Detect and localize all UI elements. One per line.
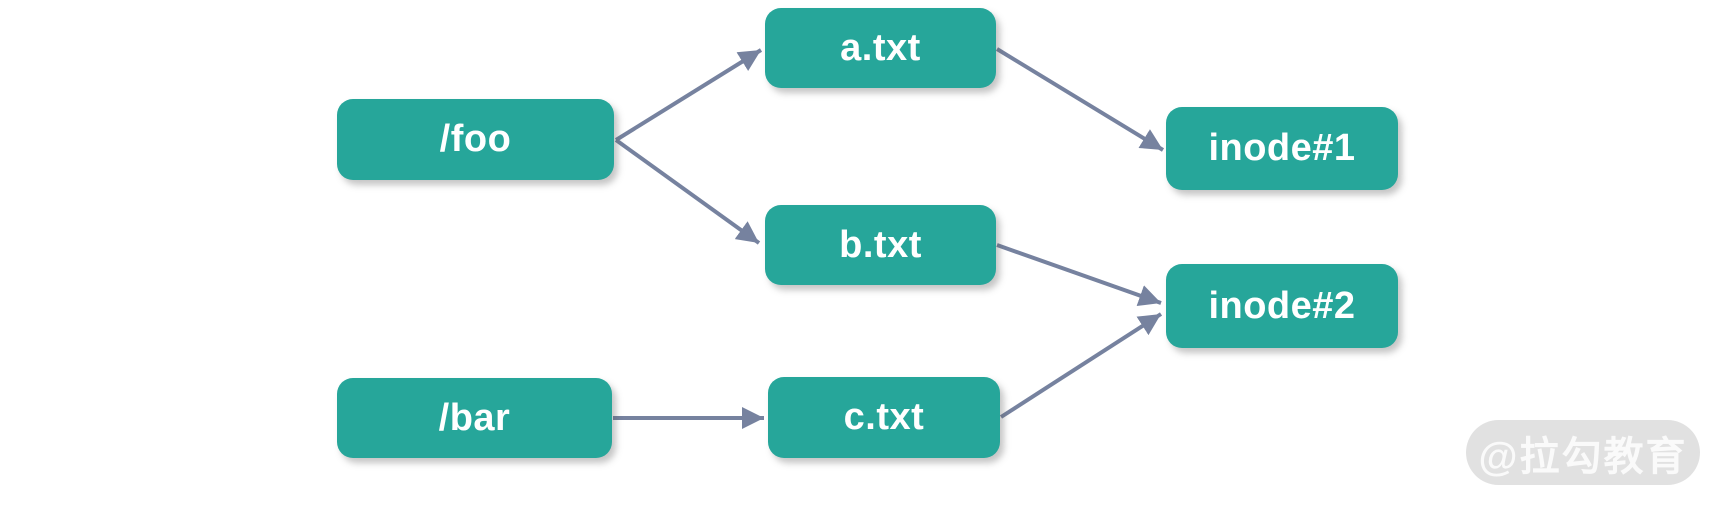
node-bar: /bar [337,378,612,458]
node-label: a.txt [840,26,921,69]
watermark-badge: @拉勾教育 [1466,420,1700,485]
node-foo: /foo [337,99,614,180]
node-b-txt: b.txt [765,205,996,285]
edges-group [613,47,1165,429]
node-inode1: inode#1 [1166,107,1398,190]
edge-b-txt-to-inode2 [996,243,1162,307]
node-c-txt: c.txt [768,377,1000,458]
node-a-txt: a.txt [765,8,996,88]
edge-foo-to-a-txt [614,48,763,142]
node-label: inode#1 [1208,127,1356,169]
node-label: /foo [439,118,512,160]
node-label: /bar [438,396,511,439]
watermark-text: @拉勾教育 [1478,434,1688,479]
node-label: c.txt [843,396,925,438]
edge-foo-to-b-txt [614,138,761,245]
node-inode2: inode#2 [1166,264,1398,348]
node-label: b.txt [839,223,922,266]
node-label: inode#2 [1208,284,1356,327]
edge-c-txt-to-inode2 [999,312,1163,419]
edge-a-txt-to-inode1 [995,47,1165,152]
